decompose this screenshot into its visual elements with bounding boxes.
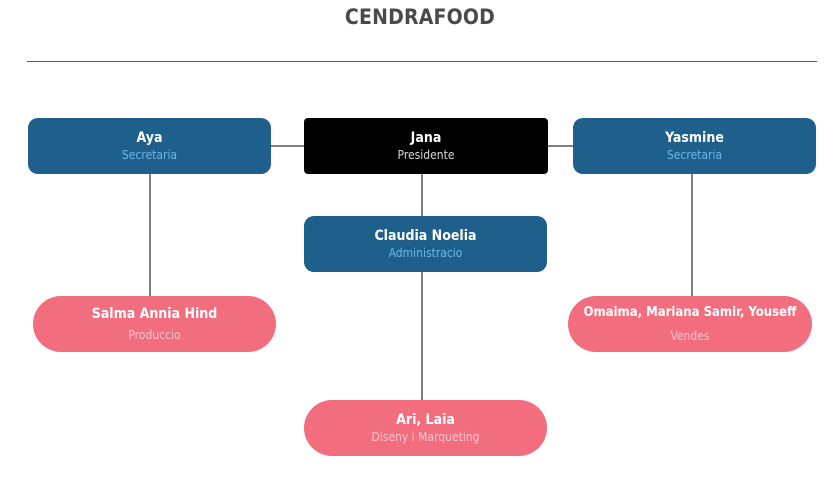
node-ari[interactable]: Ari, Laia Diseny i Marqueting [304, 400, 547, 456]
node-name: Omaima, Mariana Samir, Youseff [583, 305, 797, 320]
node-role: Diseny i Marqueting [371, 430, 480, 444]
node-jana[interactable]: Jana Presidente [304, 118, 548, 174]
node-name: Ari, Laia [396, 412, 455, 428]
node-role: Presidente [397, 148, 455, 162]
node-name: Salma Annia Hind [91, 306, 218, 322]
node-role: Vendes [670, 329, 710, 343]
node-role: Secretaria [121, 148, 178, 162]
node-name: Jana [410, 130, 442, 146]
title-divider [27, 61, 817, 62]
node-yasmine[interactable]: Yasmine Secretaria [573, 118, 816, 174]
node-name: Claudia Noelia [374, 228, 477, 244]
node-aya[interactable]: Aya Secretaria [28, 118, 271, 174]
node-role: Administracio [388, 246, 463, 260]
node-role: Secretaria [666, 148, 723, 162]
node-name: Aya [136, 130, 163, 146]
node-salma[interactable]: Salma Annia Hind Produccio [33, 296, 276, 352]
page-title: CENDRAFOOD [344, 5, 496, 29]
node-role: Produccio [128, 328, 181, 342]
node-name: Yasmine [665, 130, 724, 146]
node-omaima[interactable]: Omaima, Mariana Samir, Youseff Vendes [568, 296, 812, 352]
node-claudia[interactable]: Claudia Noelia Administracio [304, 216, 547, 272]
